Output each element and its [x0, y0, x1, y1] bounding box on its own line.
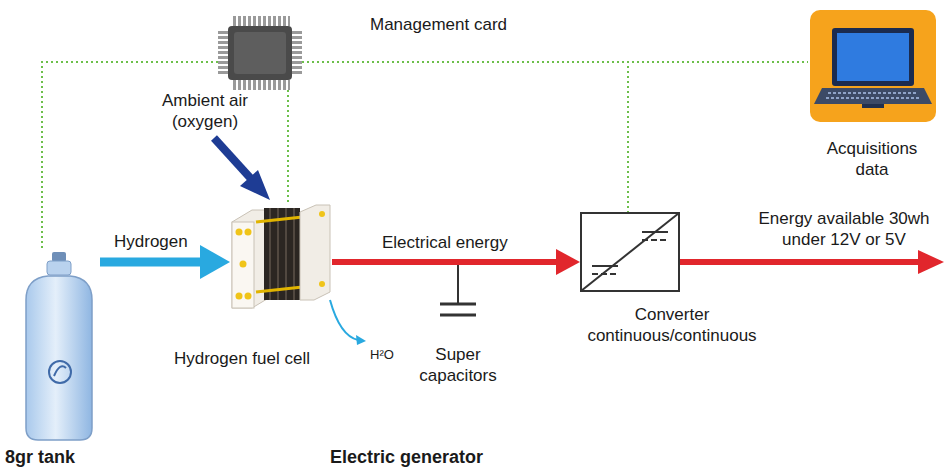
arrow-head — [556, 249, 580, 275]
output-energy-arrow — [680, 250, 944, 274]
connector-line — [332, 259, 558, 265]
chip-node: Management card — [218, 16, 302, 90]
edge-label: Electrical energy — [380, 232, 510, 253]
fuel-cell-node: Hydrogen fuel cell — [230, 205, 332, 310]
output-label: Energy available 30wh under 12V or 5V — [752, 208, 936, 250]
node-label: Super capacitors — [408, 344, 508, 386]
connector-line — [100, 258, 202, 267]
water-outlet-arrow — [330, 300, 366, 345]
control-link — [288, 90, 289, 205]
laptop-icon — [810, 10, 936, 122]
connector-line — [287, 90, 289, 205]
node-label: 8gr tank — [5, 446, 75, 468]
connector-line — [42, 62, 218, 250]
converter-node: Converter continuous/continuous — [580, 212, 680, 292]
laptop-node: Acquisitions data — [808, 10, 936, 122]
dc-dc-converter-symbol — [581, 213, 679, 291]
hydrogen-tank — [26, 252, 92, 440]
node-label: Acquisitions data — [817, 138, 927, 180]
connector-line — [302, 62, 628, 212]
edge-label: Hydrogen — [112, 231, 190, 252]
capacitor-wire — [458, 262, 459, 304]
air-label: Ambient air (oxygen) — [140, 90, 270, 132]
node-label: Hydrogen fuel cell — [174, 348, 310, 369]
control-link — [302, 62, 628, 212]
arrow-head — [200, 245, 230, 279]
capacitor-symbol — [438, 300, 478, 320]
tank-node: 8gr tank — [15, 250, 100, 442]
section-title: Electric generator — [330, 446, 483, 468]
node-label: Management card — [370, 14, 507, 35]
node-label: Converter continuous/continuous — [582, 304, 762, 346]
power-arrow — [332, 249, 580, 275]
capacitor-node: Super capacitors — [438, 300, 478, 320]
chip-icon — [223, 21, 297, 85]
control-link — [42, 62, 218, 250]
air-inlet-arrow — [214, 138, 270, 200]
water-label: H²O — [370, 347, 394, 363]
fuel-cell-stack — [232, 205, 330, 308]
